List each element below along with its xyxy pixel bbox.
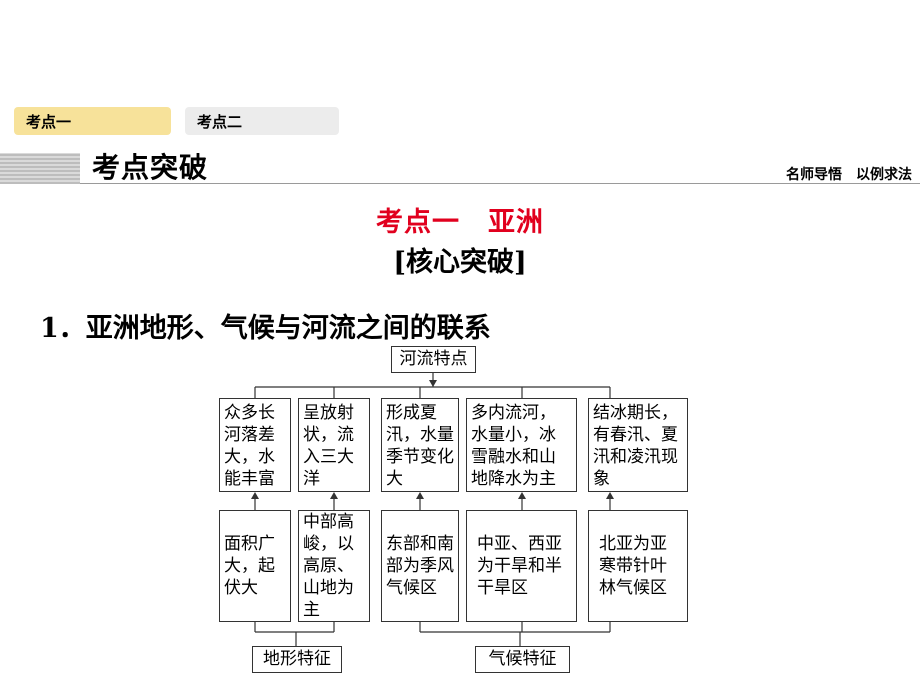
tab-topic-one-label: 考点一 (26, 112, 72, 131)
section-note: 名师导悟 以例求法 (786, 167, 912, 183)
river-box-4: 多内流河，水量小，冰雪融水和山地降水为主 (466, 398, 577, 492)
river-box-3: 形成夏汛，水量季节变化大 (381, 398, 459, 492)
tab-topic-one[interactable]: 考点一 (14, 107, 171, 135)
tab-topic-two[interactable]: 考点二 (185, 107, 339, 135)
river-box-1: 众多长河落差大，水能丰富 (219, 398, 291, 492)
cause-box-1: 面积广大，起伏大 (219, 510, 291, 622)
cause-box-4: 中亚、西亚为干旱和半干旱区 (466, 510, 577, 622)
cause-box-2-text: 中部高峻，以高原、山地为主 (303, 512, 354, 620)
river-box-2: 呈放射状，流入三大洋 (298, 398, 370, 492)
cause-box-2: 中部高峻，以高原、山地为主 (298, 510, 370, 622)
section-band (0, 153, 80, 184)
cause-box-1-text: 面积广大，起伏大 (224, 534, 275, 598)
section-divider (80, 183, 920, 184)
terrain-features-label: 地形特征 (252, 646, 342, 673)
river-box-5: 结冰期长，有春汛、夏汛和凌汛现象 (588, 398, 688, 492)
cause-box-4-text: 中亚、西亚为干旱和半干旱区 (477, 534, 562, 598)
cause-box-3: 东部和南部为季风气候区 (381, 510, 459, 622)
main-title: 考点一 亚洲 (376, 207, 544, 238)
cause-box-5: 北亚为亚寒带针叶林气候区 (588, 510, 688, 622)
cause-box-3-text: 东部和南部为季风气候区 (386, 534, 454, 598)
river-features-label: 河流特点 (391, 346, 476, 373)
section-title: 考点突破 (92, 151, 209, 184)
sub-title: [核心突破] (393, 247, 527, 278)
section-heading: 1．亚洲地形、气候与河流之间的联系 (40, 313, 491, 344)
cause-box-5-text: 北亚为亚寒带针叶林气候区 (599, 534, 667, 598)
tab-topic-two-label: 考点二 (197, 112, 243, 131)
climate-features-label: 气候特征 (475, 646, 570, 673)
